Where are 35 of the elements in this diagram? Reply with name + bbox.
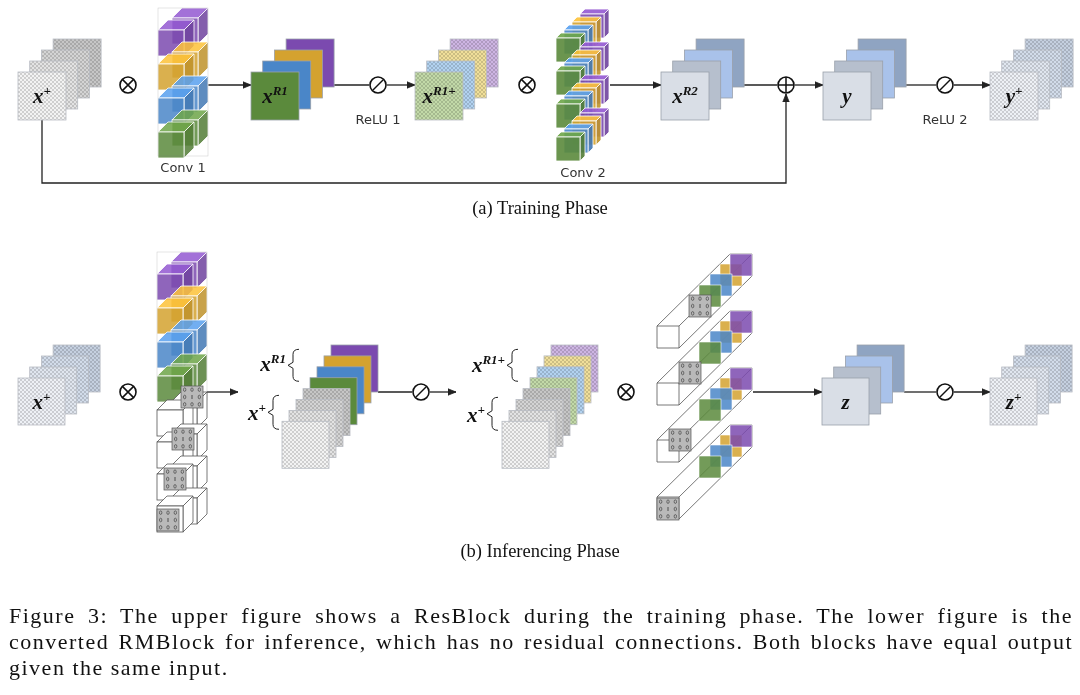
arrow: [206, 388, 239, 396]
variable-label: z: [841, 391, 850, 412]
arrow: [386, 81, 416, 89]
arrow: [609, 81, 662, 89]
variable-label: x$^{R1}$: [260, 353, 286, 375]
variable-label: x$^{+}$: [32, 391, 51, 412]
variable-label: x$^{R1}$: [262, 85, 288, 107]
arrow: [953, 388, 991, 396]
variable-label: x$^{+}$: [467, 404, 485, 426]
variable-label: y$^{+}$: [1005, 85, 1023, 107]
connector-line: [905, 84, 937, 86]
operator-label: ReLU 1: [355, 112, 401, 127]
layer-label: Conv 2: [560, 165, 606, 180]
connector-line: [333, 84, 370, 86]
connector-line: [377, 391, 413, 393]
arrow: [953, 81, 991, 89]
variable-label: z$^{+}$: [1005, 391, 1022, 412]
variable-label: x$^{R2}$: [672, 85, 698, 107]
arrow: [207, 81, 252, 89]
variable-label: x$^{+}$: [33, 85, 51, 107]
variable-label: x$^{R1+}$: [471, 354, 505, 376]
connector-line: [743, 84, 778, 86]
panel-caption: (a) Training Phase: [472, 198, 608, 219]
variable-label: x$^{R1+}$: [422, 85, 456, 107]
arrow: [429, 388, 457, 396]
variable-label: x$^{+}$: [248, 402, 266, 424]
panel-caption: (b) Inferencing Phase: [460, 541, 620, 562]
operator-label: ReLU 2: [922, 112, 968, 127]
arrow: [752, 388, 823, 396]
connector-line: [903, 391, 937, 393]
figure-caption: Figure 3: The upper figure shows a ResBlock during the training phase. The lower figure is the converted RMBlock for inference, which has no residual connections. Both blocks have equal output given the same input.: [9, 603, 1073, 681]
arrow: [794, 81, 824, 89]
arrow: [41, 93, 790, 184]
variable-label: y: [842, 85, 852, 107]
layer-label: Conv 1: [160, 160, 206, 175]
